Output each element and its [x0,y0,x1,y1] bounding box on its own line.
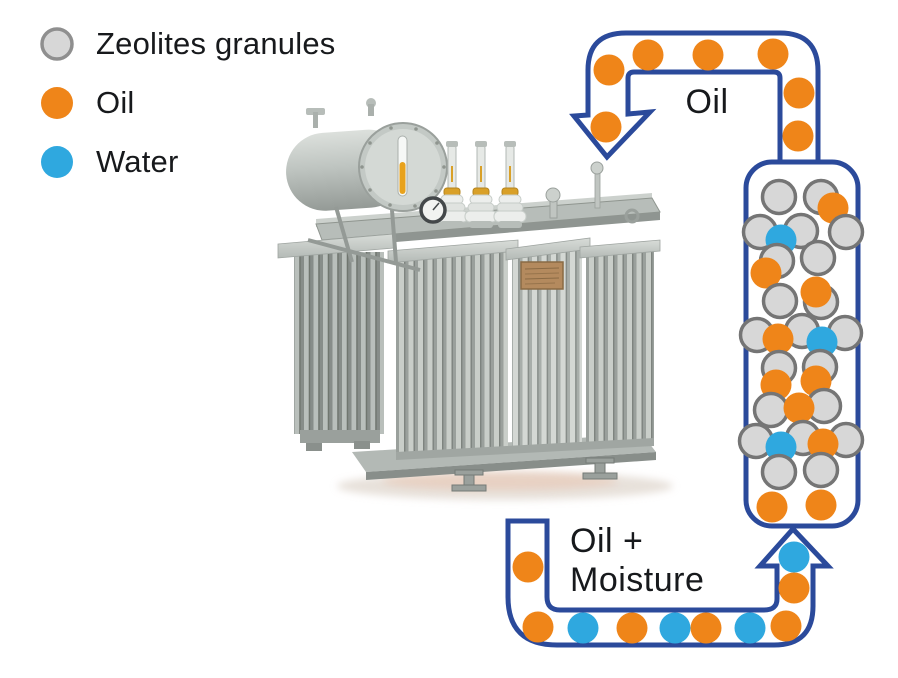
legend-label-zeolites: Zeolites granules [96,26,336,61]
conservator-struts [307,206,421,272]
legend-label-oil: Oil [96,85,135,120]
zeolite-granule [760,178,798,216]
oil-dot [770,610,802,642]
legend: Zeolites granules Oil Water [40,26,335,180]
legend-item-water: Water [40,144,335,180]
oil-dot [692,39,724,71]
zeolite-granule [827,213,865,251]
oil-dot [800,276,832,308]
zeolite-granule [799,239,837,277]
oil-dot [593,54,625,86]
zeolite-granule [761,282,799,320]
bushings [435,141,527,228]
transformer-nameplate [520,261,564,290]
legend-item-zeolites: Zeolites granules [40,26,335,62]
legend-item-oil: Oil [40,85,335,121]
oil-dot [522,611,554,643]
oil-dot [632,39,664,71]
bottom-pipe-label-line1: Oil + [570,522,643,560]
bottom-pipe-label-line2: Moisture [570,561,704,599]
oil-dot [778,572,810,604]
zeolite-dot-icon [40,27,74,61]
oil-dot [782,120,814,152]
water-dot [778,541,810,573]
cover-fittings [545,161,640,224]
oil-dot [807,428,839,460]
water-dot-icon [41,146,73,178]
water-dot [659,612,691,644]
transformer-photo [277,98,673,500]
oil-dot [783,77,815,109]
water-dot [734,612,766,644]
oil-dot [805,489,837,521]
top-pipe-label: Oil [685,83,728,121]
oil-dot-icon [41,87,73,119]
oil-return-pipe [569,30,821,163]
oil-dot [616,612,648,644]
conservator-tank [286,98,448,272]
zeolite-granule [760,453,798,491]
skid-feet [451,457,618,492]
zeolite-granule [752,391,790,429]
oil-dot [750,257,782,289]
oil-dot [690,612,722,644]
oil-dot [757,38,789,70]
bottom-pipe-dots [512,541,810,644]
oil-dot [762,323,794,355]
oil-dot [756,491,788,523]
legend-label-water: Water [96,144,179,179]
oil-dot [590,111,622,143]
pressure-gauge [419,196,447,224]
column-granules [737,178,865,523]
radiator-sections [387,237,661,460]
oil-dot [512,551,544,583]
zeolite-granule [802,451,840,489]
top-pipe-dots [590,38,815,152]
oil-dot [783,392,815,424]
water-dot [567,612,599,644]
left-radiator-tower [277,233,395,451]
oil-level-gauge [397,135,408,197]
flange-bolts [360,126,446,208]
bushing [464,141,498,228]
bushing [493,141,527,228]
